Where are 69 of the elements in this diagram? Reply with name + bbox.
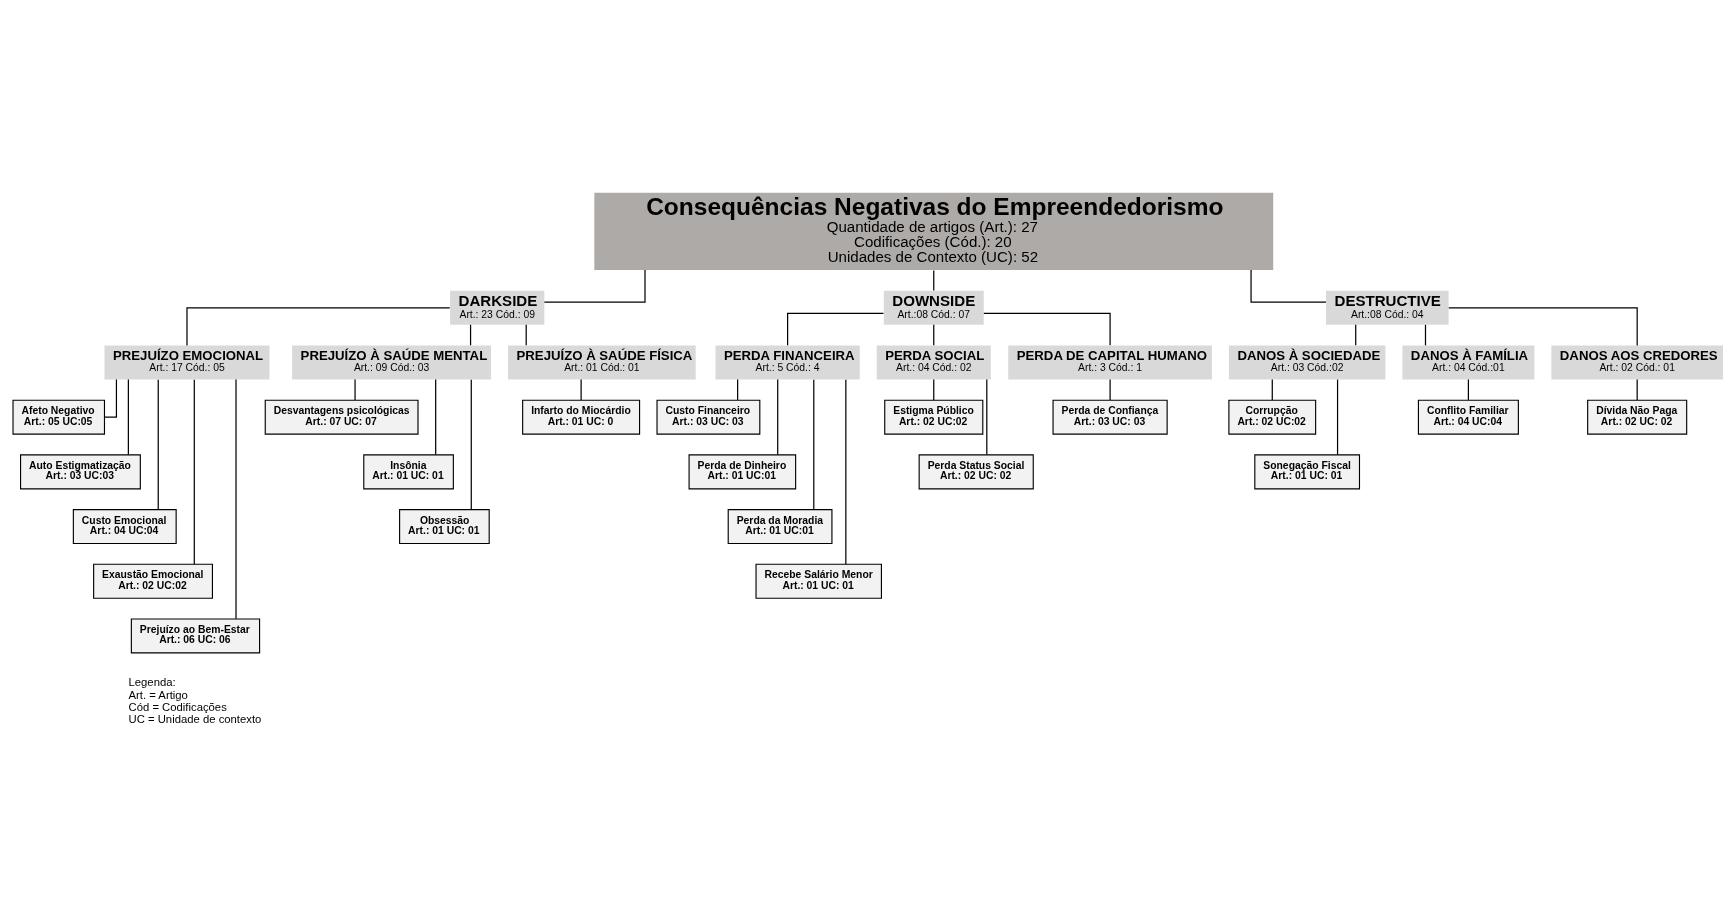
node-box: DANOS AOS CREDORES Art.: 02 Cód.: 01 [1551, 345, 1723, 379]
connector [845, 378, 847, 565]
connector [1250, 269, 1327, 303]
connector [1424, 323, 1427, 346]
connector [737, 378, 739, 401]
connector [186, 306, 451, 346]
connector [580, 378, 582, 401]
connector [435, 378, 437, 455]
connector [1271, 378, 1273, 401]
connector [986, 378, 988, 455]
node-box: Perda de Dinheiro Art.: 01 UC:01 [688, 453, 797, 489]
node-box: Exaustão Emocional Art.: 02 UC:02 [93, 563, 213, 599]
node-box: Auto Estigmatização Art.: 03 UC:03 [20, 453, 141, 489]
node-box: PREJUÍZO À SAÚDE MENTAL Art.: 09 Cód.: 03 [292, 345, 492, 379]
connector [543, 269, 646, 303]
label: UC = Unidade de contexto [128, 712, 262, 725]
node-box: PREJUÍZO EMOCIONAL Art.: 17 Cód.: 05 [104, 345, 270, 379]
connector [1109, 378, 1111, 401]
label: Cód = Codificações [128, 700, 227, 713]
node-box: PERDA SOCIAL Art.: 04 Cód.: 02 [876, 345, 991, 379]
node-box: Dívida Não Paga Art.: 02 UC: 02 [1587, 399, 1688, 435]
node-box: DOWNSIDE Art.:08 Cód.: 07 [883, 290, 984, 325]
connector [470, 378, 472, 510]
connector [525, 323, 527, 346]
node-box: DARKSIDE Art.: 23 Cód.: 09 [450, 290, 545, 325]
node-box: DANOS À SOCIEDADE Art.: 03 Cód.:02 [1228, 345, 1386, 379]
node-box: Prejuízo ao Bem-Estar Art.: 06 UC: 06 [130, 617, 261, 653]
connector [787, 312, 885, 346]
connector [235, 378, 237, 619]
node-box: Consequências Negativas do Empreendedorismo Quantidade de artigos (Art.): 27 Codificações (Cód.): 20 Unidades de Contexto (UC): 52 [594, 192, 1274, 270]
node-box: PREJUÍZO À SAÚDE FÍSICA Art.: 01 Cód.: 01 [508, 345, 696, 379]
node-box: Desvantagens psicológicas Art.: 07 UC: 07 [264, 399, 419, 435]
connector [469, 323, 472, 346]
node-box: Perda Status Social Art.: 02 UC: 02 [918, 453, 1034, 489]
node-box: PERDA FINANCEIRA Art.: 5 Cód.: 4 [715, 345, 860, 379]
node-box: Insônia Art.: 01 UC: 01 [363, 453, 454, 489]
connector [1467, 378, 1469, 401]
label: Art. = Artigo [128, 688, 188, 701]
connector [157, 378, 159, 510]
connector [813, 378, 815, 510]
connector [193, 378, 195, 565]
node-box: Recebe Salário Menor Art.: 01 UC: 01 [755, 563, 882, 599]
connector [777, 378, 779, 455]
connector [983, 312, 1111, 346]
node-box: Custo Emocional Art.: 04 UC:04 [72, 508, 177, 544]
label: Legenda: [128, 675, 176, 688]
node-box: Custo Financeiro Art.: 03 UC: 03 [656, 399, 761, 435]
connector [1355, 323, 1357, 346]
node-box: Estigma Público Art.: 02 UC:02 [884, 399, 984, 435]
node-box: Perda da Moradia Art.: 01 UC:01 [727, 508, 833, 544]
connector [354, 378, 356, 401]
node-box: Infarto do Miocárdio Art.: 01 UC: 0 [522, 399, 641, 435]
node-box: Conflito Familiar Art.: 04 UC:04 [1417, 399, 1519, 435]
connector [127, 378, 129, 455]
node-box: Perda de Confiança Art.: 03 UC: 03 [1052, 399, 1168, 435]
connector [104, 378, 118, 418]
connector [1636, 378, 1638, 401]
node-box: Sonegação Fiscal Art.: 01 UC: 01 [1254, 453, 1361, 489]
node-box: PERDA DE CAPITAL HUMANO Art.: 3 Cód.: 1 [1008, 345, 1212, 379]
node-box: DANOS À FAMÍLIA Art.: 04 Cód.:01 [1402, 345, 1535, 379]
node-box: Obsessão Art.: 01 UC: 01 [399, 508, 490, 544]
node-box: DESTRUCTIVE Art.:08 Cód.: 04 [1326, 290, 1449, 325]
connector [1448, 306, 1638, 346]
connector [933, 269, 935, 291]
connector [1336, 378, 1339, 455]
connector [933, 323, 935, 346]
node-box: Afeto Negativo Art.: 05 UC:05 [12, 399, 106, 435]
node-box: Corrupção Art.: 02 UC:02 [1228, 399, 1317, 435]
connector [933, 378, 935, 401]
